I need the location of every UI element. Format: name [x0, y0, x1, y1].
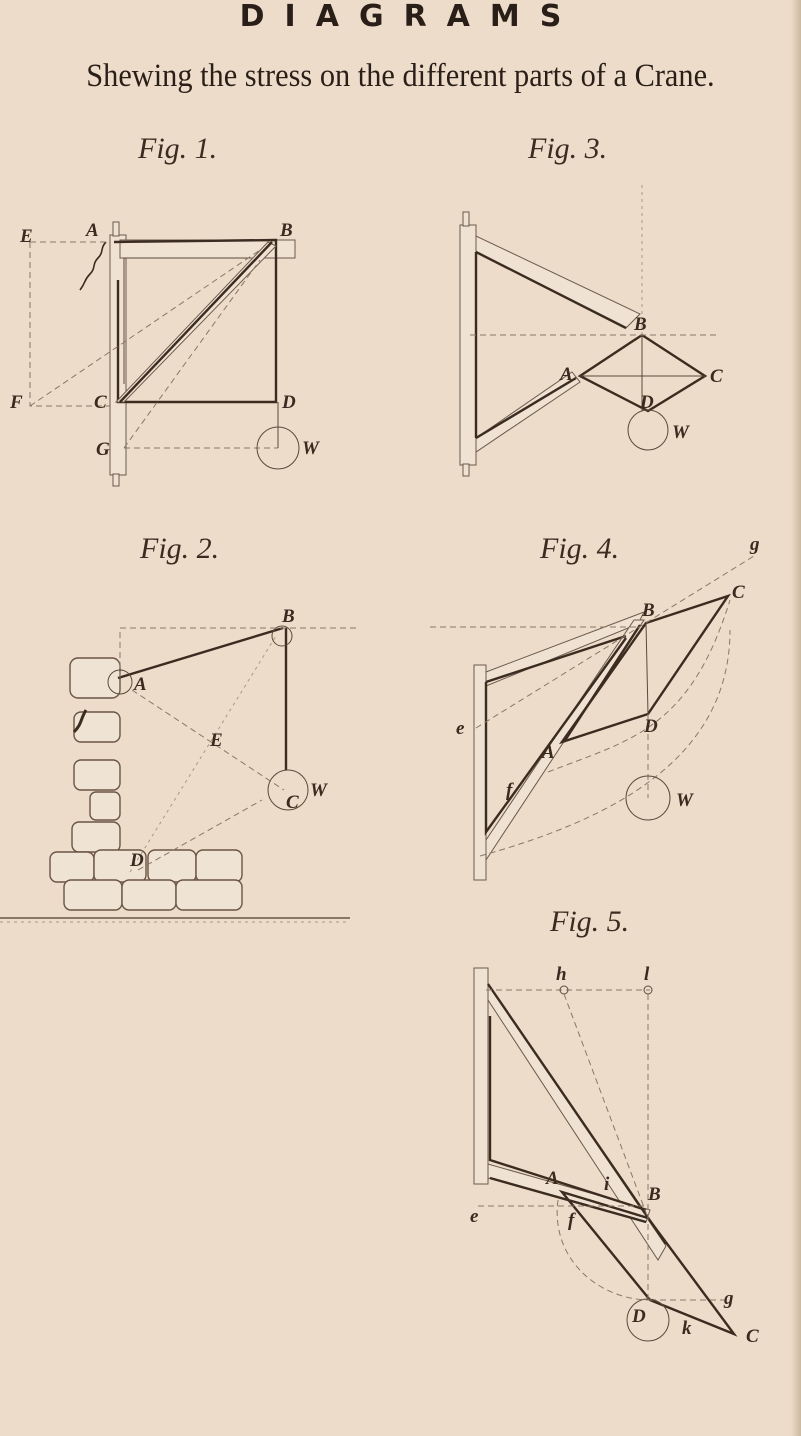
fig3-label: Fig. 3.	[528, 132, 608, 165]
fig3-weight	[627, 409, 669, 451]
svg-text:D: D	[639, 392, 654, 413]
svg-text:B: B	[279, 220, 293, 241]
svg-text:A: A	[559, 364, 573, 385]
svg-text:h: h	[556, 964, 567, 985]
svg-text:C: C	[732, 582, 745, 603]
svg-text:e: e	[470, 1206, 479, 1227]
fig3-mast	[459, 224, 477, 466]
fig4-mast	[473, 664, 487, 881]
fig4-label: Fig. 4.	[540, 532, 620, 565]
fig5-label: Fig. 5.	[550, 905, 630, 938]
fig1-weight	[256, 426, 300, 470]
fig2-label: Fig. 2.	[140, 532, 220, 565]
svg-text:F: F	[9, 392, 23, 413]
fig2-weight	[267, 769, 309, 811]
svg-text:A: A	[85, 220, 99, 241]
svg-text:g: g	[749, 534, 760, 555]
page-title: DIAGRAMS	[239, 0, 582, 34]
fig5-mast	[473, 967, 489, 1185]
svg-text:B: B	[281, 606, 295, 627]
svg-text:l: l	[644, 964, 650, 985]
fig2-stone-wall	[49, 657, 243, 911]
svg-text:E: E	[19, 226, 33, 247]
svg-text:C: C	[94, 392, 107, 413]
svg-text:D: D	[281, 392, 296, 413]
svg-text:C: C	[746, 1326, 759, 1347]
svg-text:W: W	[302, 438, 320, 459]
svg-text:e: e	[456, 718, 465, 739]
svg-text:A: A	[541, 742, 555, 763]
svg-text:C: C	[710, 366, 723, 387]
svg-text:A: A	[545, 1168, 559, 1189]
fig3-tie	[475, 235, 641, 329]
fig4-weight	[625, 775, 671, 821]
svg-text:A: A	[133, 674, 147, 695]
fig4-diagram: g C B e D A f W	[430, 534, 760, 881]
svg-text:D: D	[643, 716, 658, 737]
svg-text:C: C	[286, 792, 299, 813]
svg-text:B: B	[633, 314, 647, 335]
svg-text:f: f	[506, 780, 514, 801]
fig1-label: Fig. 1.	[138, 132, 218, 165]
svg-text:B: B	[647, 1184, 661, 1205]
svg-text:D: D	[129, 850, 144, 871]
fig5-parallelogram	[558, 1189, 738, 1337]
svg-text:g: g	[723, 1288, 734, 1309]
page-subtitle: Shewing the stress on the different part…	[86, 58, 715, 94]
svg-text:f: f	[568, 1210, 576, 1231]
svg-text:k: k	[682, 1318, 692, 1339]
page-edge	[791, 0, 801, 1436]
svg-text:W: W	[310, 780, 328, 801]
fig1-diagram: E A B F C D G W	[9, 220, 320, 487]
svg-text:G: G	[96, 439, 110, 460]
fig4-parallelogram	[558, 593, 731, 745]
svg-text:D: D	[631, 1306, 646, 1327]
svg-text:E: E	[209, 730, 223, 751]
fig2-jib	[117, 626, 284, 680]
svg-text:i: i	[604, 1174, 610, 1195]
svg-text:B: B	[641, 600, 655, 621]
fig3-diagram: B A C D W	[459, 185, 723, 477]
svg-text:W: W	[672, 422, 690, 443]
fig2-diagram: B A E W C D	[0, 606, 360, 923]
fig5-weight	[626, 1298, 670, 1342]
svg-text:W: W	[676, 790, 694, 811]
fig5-diagram: h l A i B e f g D k C	[470, 964, 759, 1347]
